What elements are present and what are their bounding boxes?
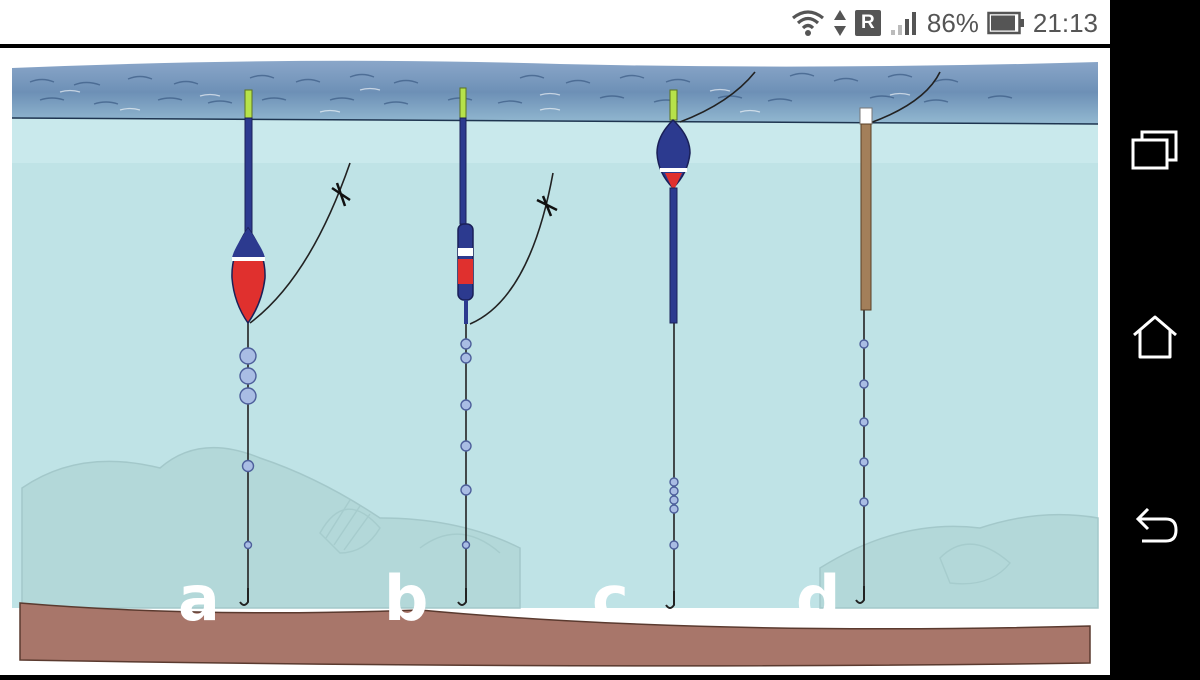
rig-a-float-top [231,228,266,260]
rig-a-antenna-tip [244,89,253,119]
rig-d-shot-3 [859,417,869,427]
seabed [19,602,1091,667]
status-bar: R 86% 21:13 [0,0,1110,47]
water-highlight [12,118,1098,163]
rig-label-a: a [178,562,220,635]
shell-shapes [319,499,1011,585]
rig-c-shot-3 [669,495,679,505]
rig-d-shot-2 [859,379,869,389]
rig-a-shot-3 [239,387,257,405]
clock: 21:13 [1032,7,1098,38]
rig-b-float-white [458,248,473,256]
navigation-bar [1110,0,1200,675]
rig-a-swivel [331,182,351,207]
rig-a-antenna [244,117,253,235]
home-button[interactable] [1130,312,1180,362]
wifi-icon [791,9,825,37]
back-icon [1135,507,1178,543]
rig-d-hook [855,586,865,604]
rig-c-rod-line [679,71,756,123]
home-icon [1133,315,1177,359]
rig-a-shot-2 [239,367,257,385]
rig-label-c: c [592,562,629,635]
rig-b [457,87,558,606]
rig-b-shot-4 [460,440,472,452]
recent-apps-icon [1131,130,1178,170]
rig-b-swivel [536,195,558,217]
rig-label-b: b [384,562,429,635]
rig-b-antenna-tip [459,87,467,119]
rig-b-shot-3 [460,399,472,411]
rig-c-shot-4 [669,504,679,514]
data-arrows-icon [833,8,847,38]
rig-c-shot-2 [669,486,679,496]
rig-b-float-red [458,259,473,284]
float-rig-diagram: a b c d [0,48,1110,675]
battery-percent: 86% [926,7,979,38]
rig-a [231,89,351,606]
rig-b-shot-6 [461,540,471,550]
rig-b-rod-line [469,172,554,325]
rig-a-hook [239,588,249,606]
water-surface [12,60,1098,124]
rig-c-stem [669,187,678,324]
rig-b-shot-1 [460,338,472,350]
rig-c-shot-5 [669,540,679,550]
background-rocks-right [819,513,1099,609]
rig-a-shot-5 [243,540,253,550]
rig-d-shot-1 [859,339,869,349]
rig-d-shot-4 [859,457,869,467]
rig-d-rod-line [869,71,941,124]
rig-a-shot-1 [239,347,257,365]
surface-line [11,117,1099,125]
roaming-badge: R [854,10,881,36]
rig-c [656,71,756,609]
surface-highlights [59,87,911,113]
rig-b-hook [457,588,467,606]
rig-a-shot-4 [241,459,255,473]
rig-d [855,71,941,604]
status-divider [0,44,1110,48]
rig-d-shot-5 [859,497,869,507]
rig-d-stem [860,123,872,311]
rig-c-float-band [660,168,687,172]
rig-c-antenna-tip [669,89,678,121]
diagram-canvas [11,60,1099,667]
rig-a-float-band [232,257,265,261]
rig-label-d: d [796,562,841,635]
rig-c-hook [665,591,675,609]
back-button[interactable] [1130,500,1180,550]
signal-icon [889,9,919,37]
rig-c-shot-1 [669,477,679,487]
battery-icon [987,11,1025,35]
recent-apps-button[interactable] [1130,125,1180,175]
surface-ripples [29,72,1013,105]
rig-b-shot-5 [460,484,472,496]
rig-b-antenna [459,117,467,225]
rig-d-tip [859,107,873,125]
rig-b-shot-2 [460,352,472,364]
rig-c-float-red [665,173,682,188]
background-rocks [21,446,521,609]
